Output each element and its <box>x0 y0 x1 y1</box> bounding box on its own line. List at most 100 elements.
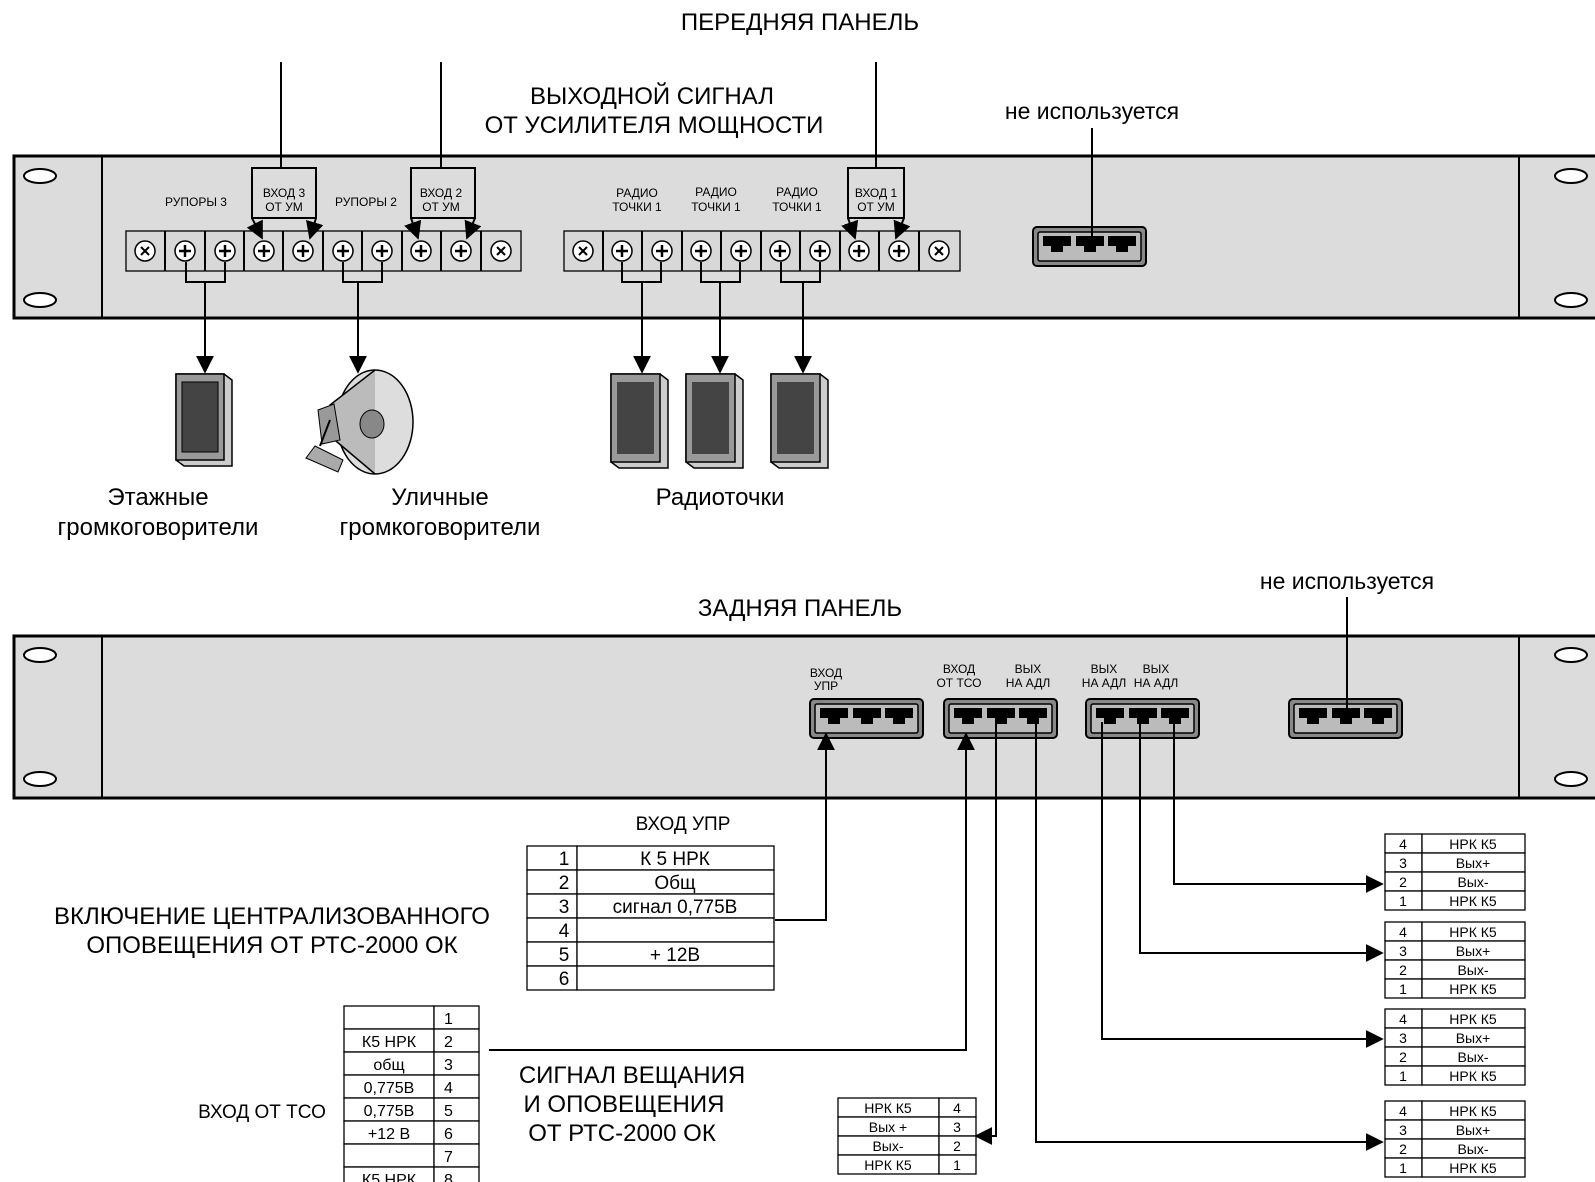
pin-function: Вых+ <box>1456 1030 1491 1046</box>
pin-number: 3 <box>1399 855 1407 871</box>
label-vhod-tso-sub: ОТ ТСО <box>936 676 981 690</box>
central-alert-label: ВКЛЮЧЕНИЕ ЦЕНТРАЛИЗОВАННОГО <box>54 903 490 930</box>
rear-panel-title: ЗАДНЯЯ ПАНЕЛЬ <box>698 595 902 622</box>
pin-function: К5 НРК <box>362 1172 417 1182</box>
front-panel-title: ПЕРЕДНЯЯ ПАНЕЛЬ <box>681 9 919 36</box>
plus-terminal-icon <box>888 240 910 262</box>
pin-number: 4 <box>1399 1103 1407 1119</box>
pin-function: сигнал 0,775В <box>613 897 738 918</box>
plus-terminal-icon <box>769 240 791 262</box>
table-row: Вых +3 <box>837 1116 977 1137</box>
cross-screw-icon <box>572 240 594 262</box>
pin-number: 2 <box>444 1034 453 1051</box>
table-row: 0,775В 4 <box>343 1074 480 1099</box>
table-row: 4 НРК К5 <box>1384 1100 1526 1121</box>
pin-number: 5 <box>444 1103 453 1120</box>
pin-number: 6 <box>444 1126 453 1143</box>
label-rupory3: РУПОРЫ 3 <box>165 195 227 209</box>
tso-table-title: ВХОД ОТ ТСО <box>198 1102 326 1123</box>
pin-function: 0,775В <box>364 1080 415 1097</box>
pin-function: Вых+ <box>1456 1122 1491 1138</box>
label-radio-c-sub: ТОЧКИ 1 <box>772 200 822 214</box>
pin-number: 2 <box>1399 962 1407 978</box>
pin-function: общ <box>373 1057 404 1074</box>
radio-point-icon <box>770 373 829 469</box>
pin-function: НРК К5 <box>864 1157 912 1173</box>
label-vhod-upr: ВХОД <box>810 666 842 680</box>
pin-number: 3 <box>1399 943 1407 959</box>
output-signal-label-2: ОТ УСИЛИТЕЛЯ МОЩНОСТИ <box>485 112 824 139</box>
label-vhod-upr-sub: УПР <box>814 679 838 693</box>
input-arrows <box>246 62 911 240</box>
table-row: 0,775В 5 <box>343 1097 480 1122</box>
pin-number: 2 <box>1399 874 1407 890</box>
pin-function: НРК К5 <box>1449 1160 1497 1176</box>
pin-number: 1 <box>1399 1068 1407 1084</box>
pin-number: 6 <box>559 969 570 990</box>
plus-terminal-icon <box>292 240 314 262</box>
cross-screw-icon <box>928 240 950 262</box>
radio-point-icon <box>685 373 744 469</box>
pin-function: НРК К5 <box>1449 893 1497 909</box>
plus-terminal-icon <box>253 240 275 262</box>
label-vyh-adl-3-sub: НА АДЛ <box>1134 676 1178 690</box>
not-used-label-rear: не используется <box>1260 568 1434 594</box>
pin-number: 4 <box>559 921 570 942</box>
terminal-screws <box>134 240 950 262</box>
pin-number: 1 <box>1399 893 1407 909</box>
rj-connectors-rear <box>809 698 1403 739</box>
pin-function: Вых- <box>1457 1049 1488 1065</box>
pin-number: 1 <box>1399 981 1407 997</box>
mount-hole <box>1554 292 1588 308</box>
not-used-label-front: не используется <box>1005 98 1179 124</box>
rj45-port-icon <box>943 698 1058 739</box>
plus-terminal-icon <box>651 240 673 262</box>
label-radio-a: РАДИО <box>616 186 658 200</box>
pin-function: НРК К5 <box>1449 1103 1497 1119</box>
plus-terminal-icon <box>848 240 870 262</box>
pin-number: 1 <box>1399 1160 1407 1176</box>
floor-speaker-icon <box>175 373 233 467</box>
pin-function: 0,775В <box>364 1103 415 1120</box>
mount-hole <box>23 168 57 184</box>
label-vhod3: ВХОД 3 <box>263 186 306 200</box>
mount-hole <box>23 292 57 308</box>
label-vhod1-sub: ОТ УМ <box>857 200 895 214</box>
pin-number: 4 <box>953 1100 961 1116</box>
pin-function: К 5 НРК <box>640 849 710 870</box>
pin-function: Общ <box>654 873 696 894</box>
pin-number: 3 <box>1399 1122 1407 1138</box>
table-row: 3 Вых+ <box>1384 940 1526 961</box>
plus-terminal-icon <box>332 240 354 262</box>
label-vyh-adl-2: ВЫХ <box>1091 662 1118 676</box>
broadcast-label-2: И ОПОВЕЩЕНИЯ <box>524 1091 725 1118</box>
mount-hole <box>1554 168 1588 184</box>
pin-function: Вых- <box>1457 1141 1488 1157</box>
mount-hole <box>23 771 57 787</box>
label-radio-c: РАДИО <box>776 185 818 199</box>
label-vyh-adl-1-sub: НА АДЛ <box>1006 676 1050 690</box>
label-vyh-adl-2-sub: НА АДЛ <box>1082 676 1126 690</box>
pin-function: Вых+ <box>1456 943 1491 959</box>
table-row: 7 <box>343 1143 480 1168</box>
table-row: 1 <box>343 1005 480 1030</box>
pin-number: 1 <box>953 1157 961 1173</box>
plus-terminal-icon <box>174 240 196 262</box>
rj45-port-icon <box>809 698 924 739</box>
pin-function: + 12В <box>650 945 700 966</box>
pin-number: 4 <box>444 1080 453 1097</box>
pin-number: 1 <box>559 849 570 870</box>
plus-terminal-icon <box>214 240 236 262</box>
plus-terminal-icon <box>611 240 633 262</box>
label-vhod1: ВХОД 1 <box>855 186 898 200</box>
pin-function: НРК К5 <box>864 1100 912 1116</box>
plus-terminal-icon <box>371 240 393 262</box>
